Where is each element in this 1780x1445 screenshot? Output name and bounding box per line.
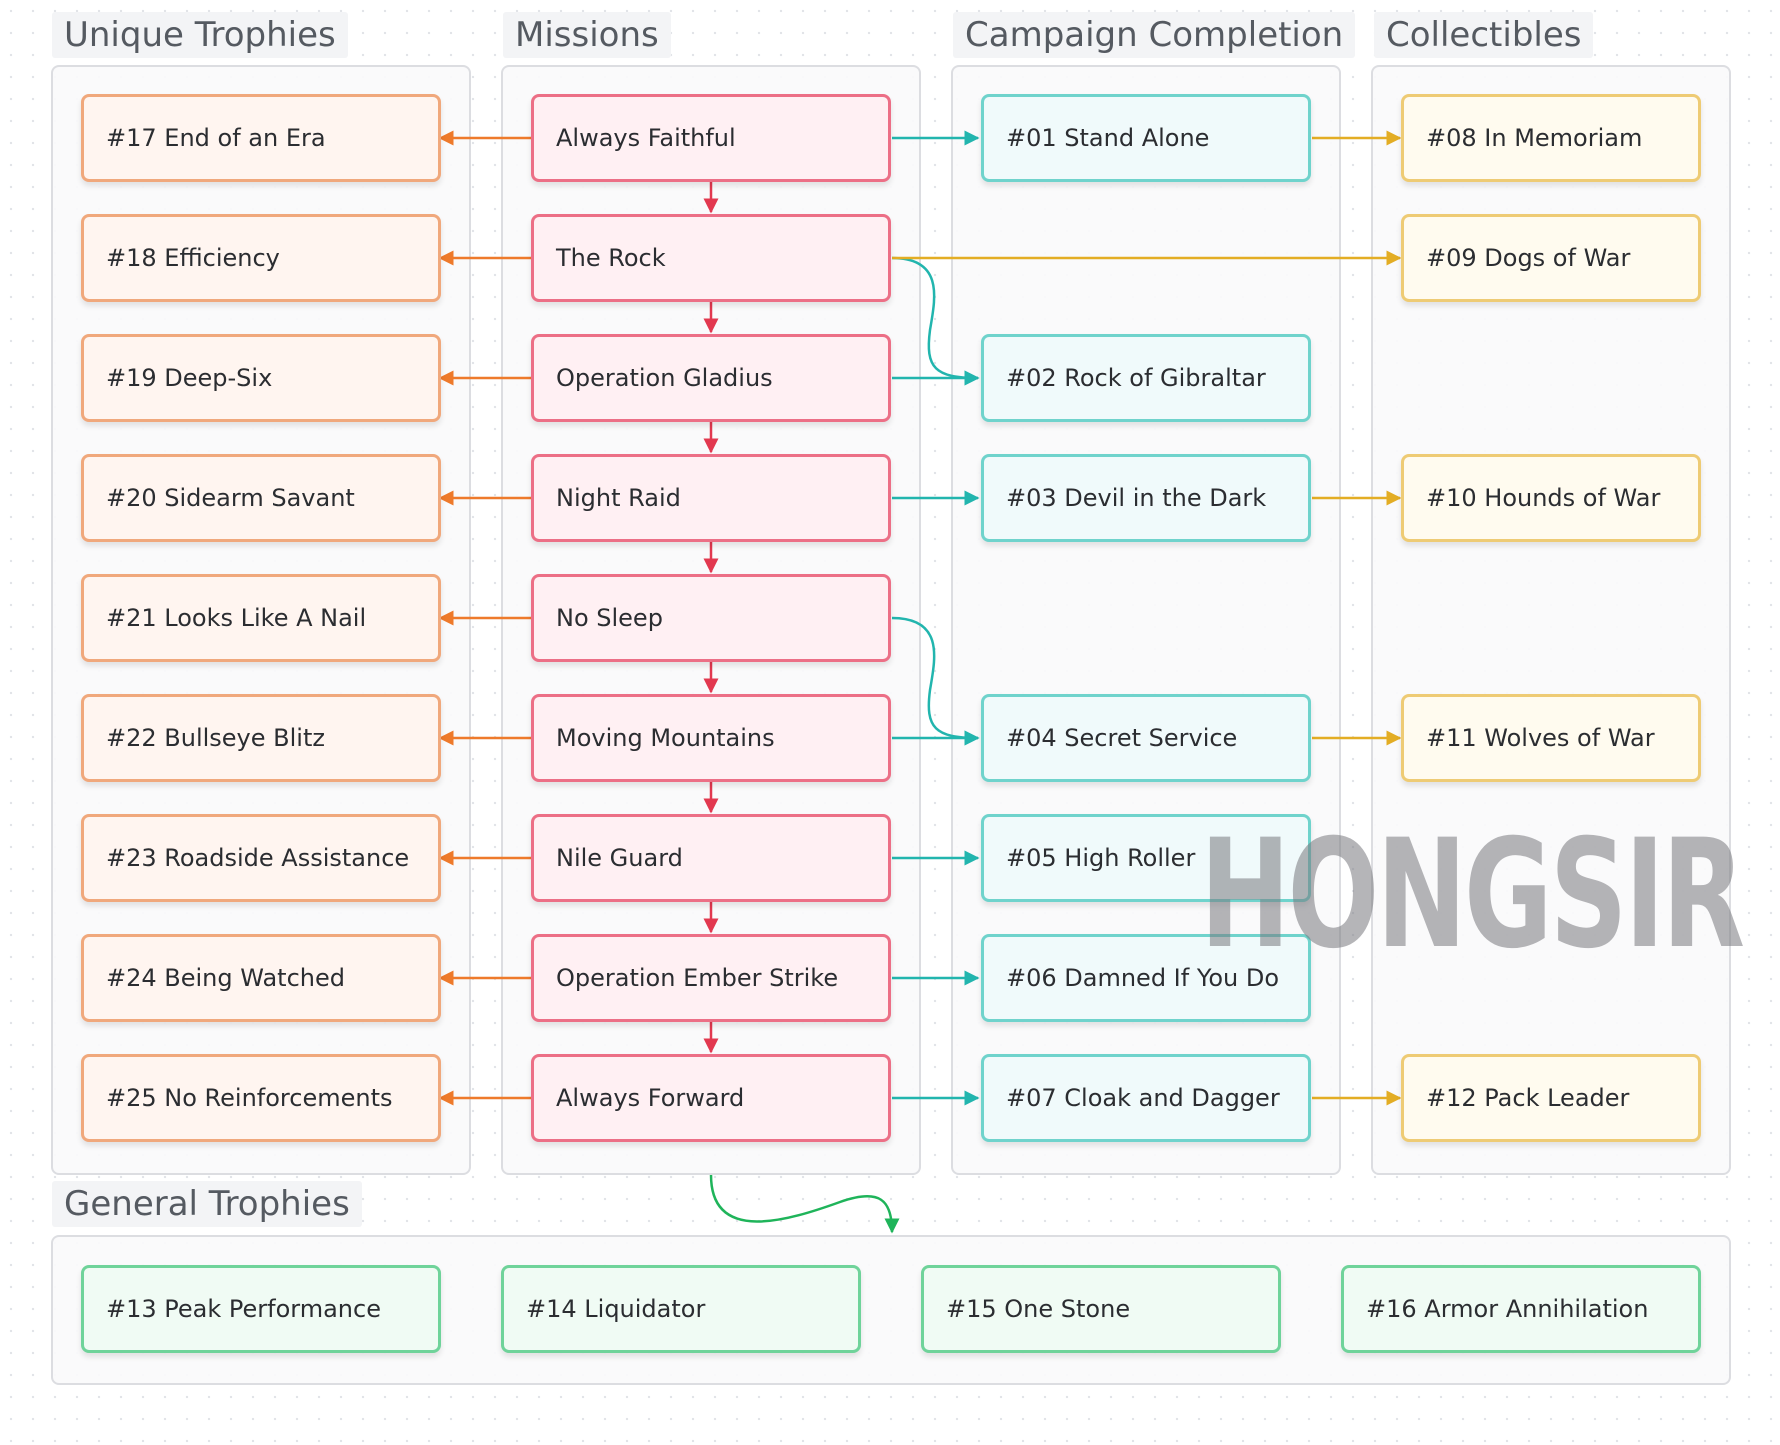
- collectible-label: #10 Hounds of War: [1426, 484, 1661, 512]
- trophy-label: #20 Sidearm Savant: [106, 484, 355, 512]
- mission-label: Always Faithful: [556, 124, 736, 152]
- header-campaign-completion: Campaign Completion: [953, 12, 1356, 58]
- trophy-node[interactable]: #19 Deep-Six: [81, 334, 441, 422]
- general-trophy-node[interactable]: #14 Liquidator: [501, 1265, 861, 1353]
- mission-node[interactable]: Night Raid: [531, 454, 891, 542]
- trophy-label: #24 Being Watched: [106, 964, 345, 992]
- mission-label: No Sleep: [556, 604, 663, 632]
- campaign-node[interactable]: #07 Cloak and Dagger: [981, 1054, 1311, 1142]
- campaign-label: #04 Secret Service: [1006, 724, 1238, 752]
- campaign-node[interactable]: #05 High Roller: [981, 814, 1311, 902]
- mission-node[interactable]: No Sleep: [531, 574, 891, 662]
- collectible-node[interactable]: #10 Hounds of War: [1401, 454, 1701, 542]
- general-trophy-label: #16 Armor Annihilation: [1366, 1295, 1649, 1323]
- mission-node[interactable]: Nile Guard: [531, 814, 891, 902]
- campaign-label: #03 Devil in the Dark: [1006, 484, 1267, 512]
- trophy-label: #18 Efficiency: [106, 244, 280, 272]
- mission-node[interactable]: Always Forward: [531, 1054, 891, 1142]
- campaign-node[interactable]: #04 Secret Service: [981, 694, 1311, 782]
- mission-label: Operation Ember Strike: [556, 964, 839, 992]
- trophy-label: #25 No Reinforcements: [106, 1084, 393, 1112]
- trophy-node[interactable]: #22 Bullseye Blitz: [81, 694, 441, 782]
- campaign-node[interactable]: #06 Damned If You Do: [981, 934, 1311, 1022]
- general-trophy-node[interactable]: #15 One Stone: [921, 1265, 1281, 1353]
- general-trophy-node[interactable]: #16 Armor Annihilation: [1341, 1265, 1701, 1353]
- trophy-label: #19 Deep-Six: [106, 364, 273, 392]
- mission-node[interactable]: Operation Ember Strike: [531, 934, 891, 1022]
- watermark: HONGSIR: [1200, 808, 1745, 982]
- trophy-node[interactable]: #24 Being Watched: [81, 934, 441, 1022]
- trophy-node[interactable]: #18 Efficiency: [81, 214, 441, 302]
- collectible-label: #11 Wolves of War: [1426, 724, 1655, 752]
- campaign-node[interactable]: #03 Devil in the Dark: [981, 454, 1311, 542]
- header-collectibles: Collectibles: [1374, 12, 1594, 58]
- general-trophy-label: #15 One Stone: [946, 1295, 1131, 1323]
- collectible-node[interactable]: #09 Dogs of War: [1401, 214, 1701, 302]
- trophy-node[interactable]: #23 Roadside Assistance: [81, 814, 441, 902]
- trophy-node[interactable]: #21 Looks Like A Nail: [81, 574, 441, 662]
- trophy-label: #17 End of an Era: [106, 124, 326, 152]
- campaign-label: #07 Cloak and Dagger: [1006, 1084, 1280, 1112]
- edge-missions-to-general: [709, 1174, 900, 1234]
- header-unique-trophies: Unique Trophies: [52, 12, 348, 58]
- mission-node[interactable]: Always Faithful: [531, 94, 891, 182]
- mission-label: Nile Guard: [556, 844, 683, 872]
- mission-label: Night Raid: [556, 484, 681, 512]
- campaign-label: #06 Damned If You Do: [1006, 964, 1279, 992]
- mission-node[interactable]: Operation Gladius: [531, 334, 891, 422]
- collectible-node[interactable]: #11 Wolves of War: [1401, 694, 1701, 782]
- header-missions: Missions: [503, 12, 671, 58]
- trophy-node[interactable]: #20 Sidearm Savant: [81, 454, 441, 542]
- trophy-node[interactable]: #17 End of an Era: [81, 94, 441, 182]
- collectible-node[interactable]: #12 Pack Leader: [1401, 1054, 1701, 1142]
- campaign-node[interactable]: #01 Stand Alone: [981, 94, 1311, 182]
- mission-label: Operation Gladius: [556, 364, 773, 392]
- collectible-label: #09 Dogs of War: [1426, 244, 1631, 272]
- mission-node[interactable]: Moving Mountains: [531, 694, 891, 782]
- general-trophy-label: #14 Liquidator: [526, 1295, 706, 1323]
- collectible-label: #08 In Memoriam: [1426, 124, 1643, 152]
- mission-node[interactable]: The Rock: [531, 214, 891, 302]
- mission-label: Moving Mountains: [556, 724, 775, 752]
- trophy-label: #22 Bullseye Blitz: [106, 724, 325, 752]
- trophy-node[interactable]: #25 No Reinforcements: [81, 1054, 441, 1142]
- campaign-node[interactable]: #02 Rock of Gibraltar: [981, 334, 1311, 422]
- trophy-label: #21 Looks Like A Nail: [106, 604, 367, 632]
- campaign-label: #01 Stand Alone: [1006, 124, 1210, 152]
- campaign-label: #02 Rock of Gibraltar: [1006, 364, 1266, 392]
- collectible-label: #12 Pack Leader: [1426, 1084, 1630, 1112]
- trophy-label: #23 Roadside Assistance: [106, 844, 410, 872]
- mission-label: The Rock: [556, 244, 666, 272]
- collectible-node[interactable]: #08 In Memoriam: [1401, 94, 1701, 182]
- campaign-label: #05 High Roller: [1006, 844, 1196, 872]
- header-general-trophies: General Trophies: [52, 1181, 362, 1227]
- general-trophy-label: #13 Peak Performance: [106, 1295, 381, 1323]
- general-trophy-node[interactable]: #13 Peak Performance: [81, 1265, 441, 1353]
- mission-label: Always Forward: [556, 1084, 745, 1112]
